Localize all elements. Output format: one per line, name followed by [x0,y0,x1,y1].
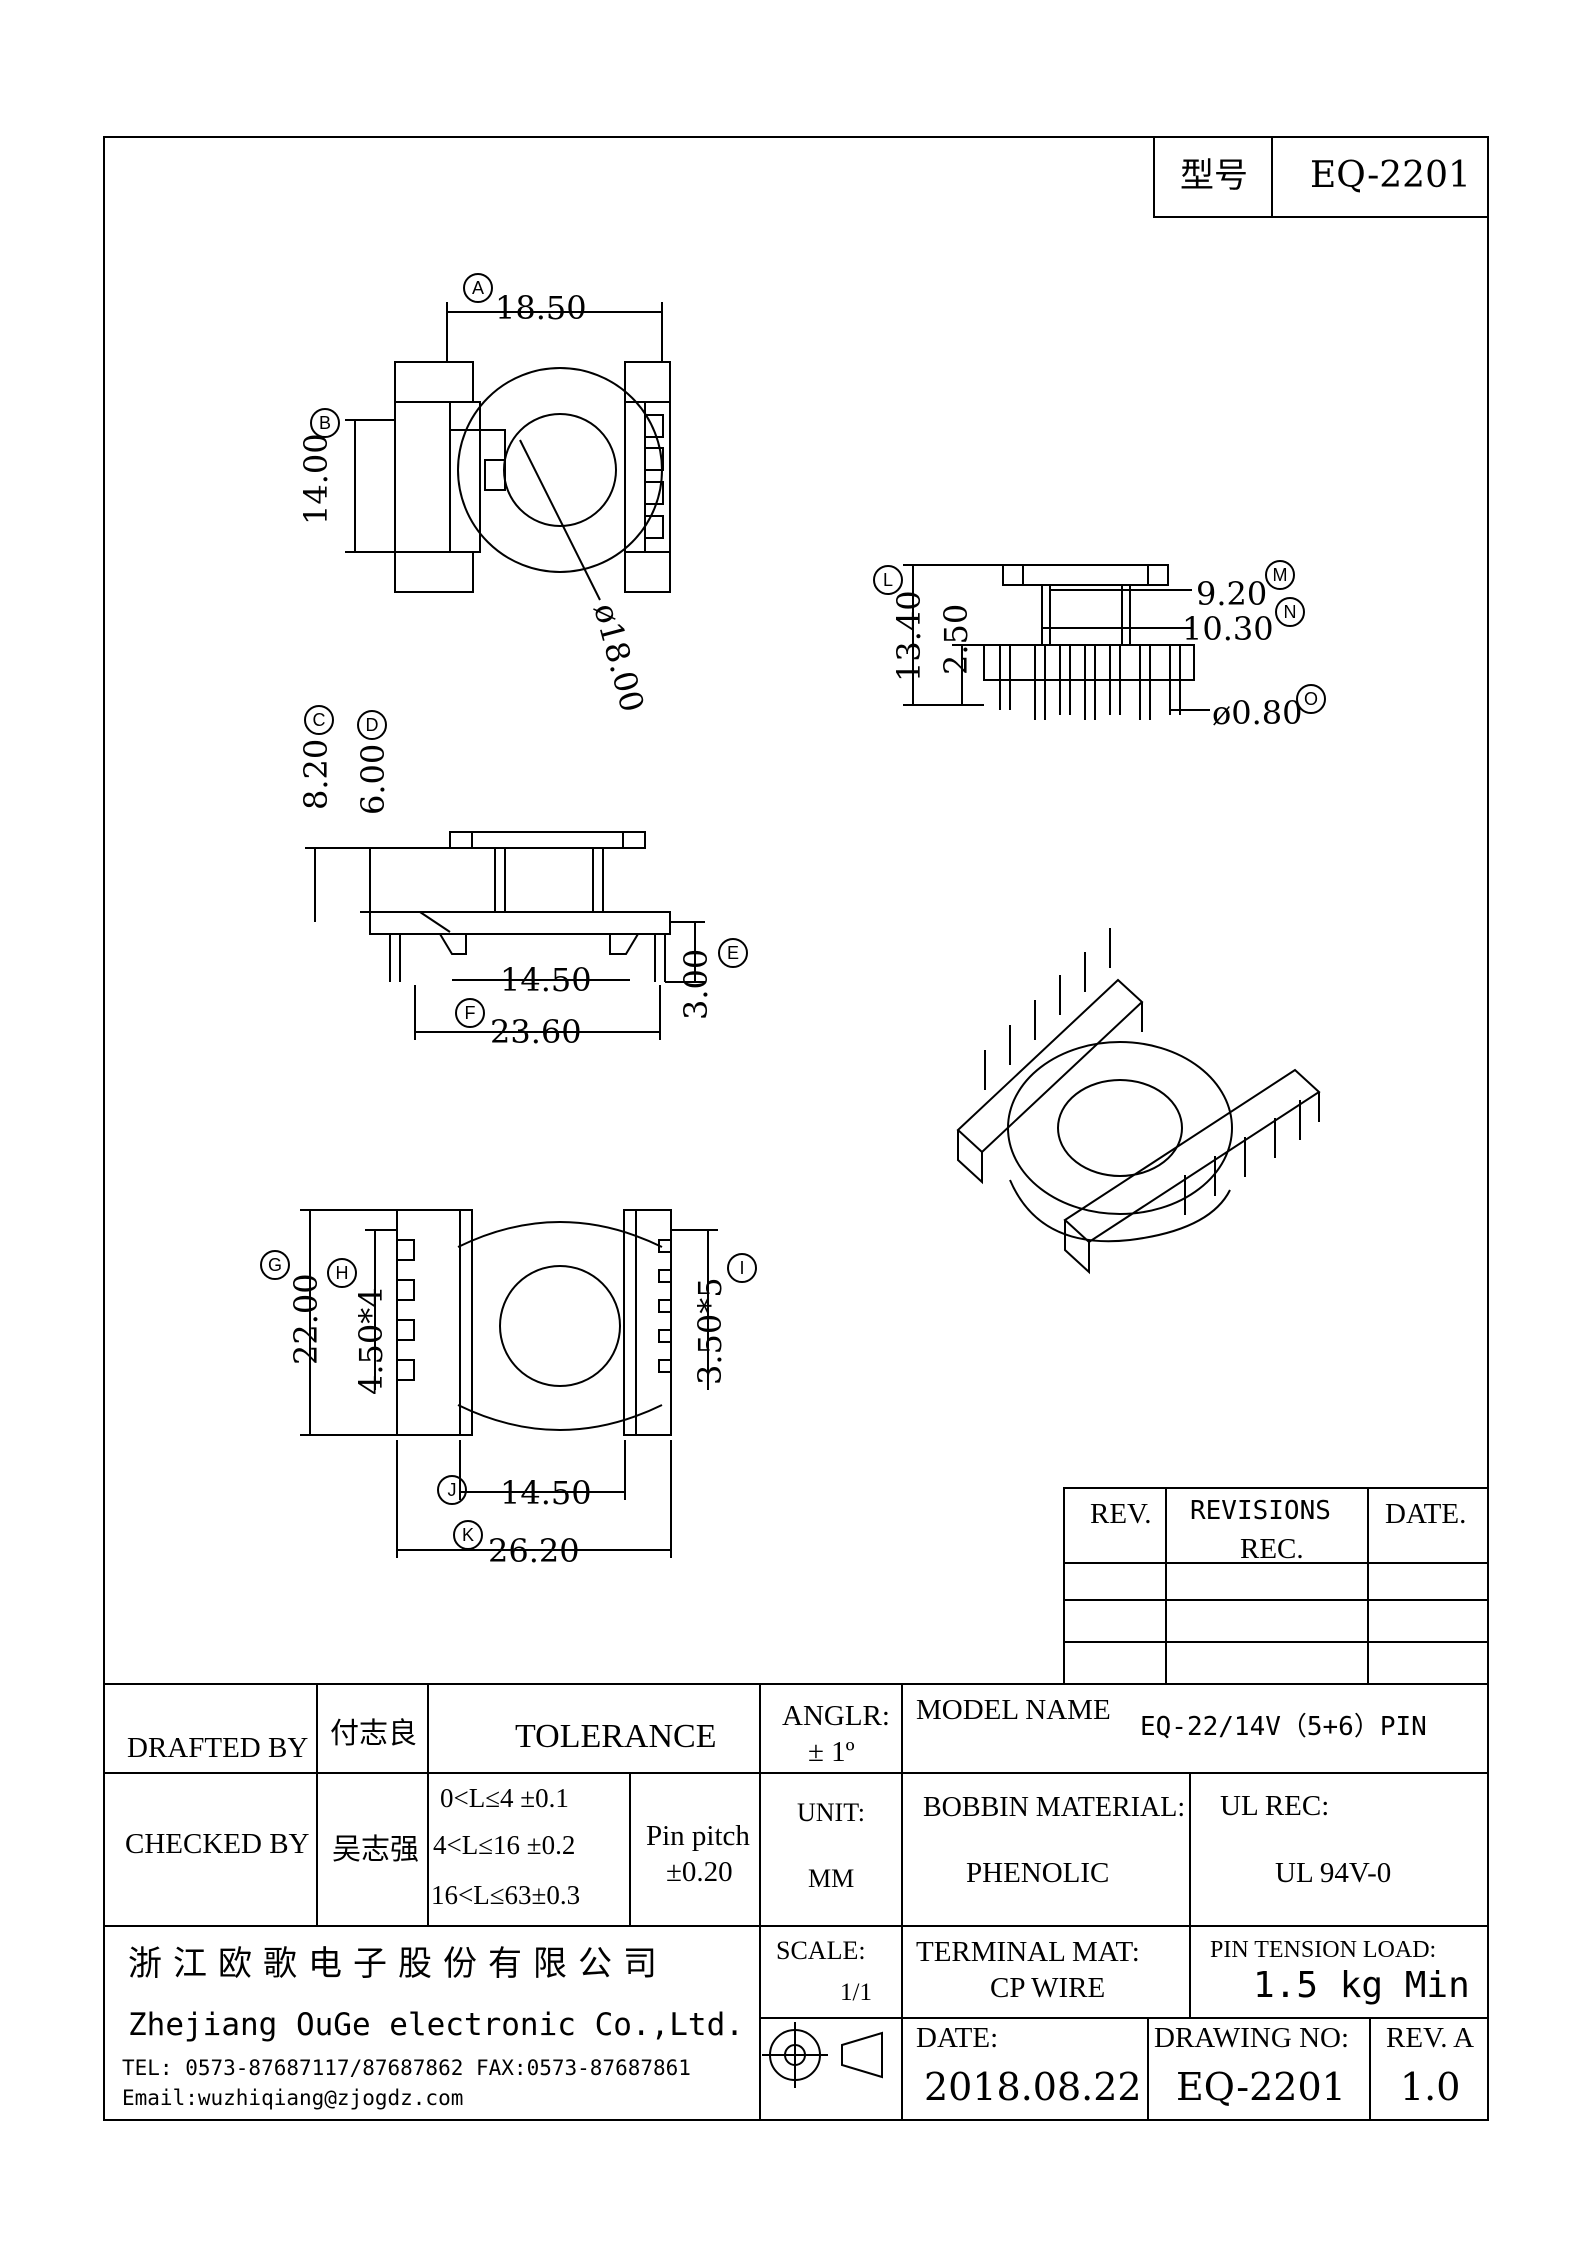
pin-pitch-label: Pin pitch [646,1820,750,1852]
revisions-col-header-2: REC. [1240,1533,1304,1565]
bottom-view [300,1209,718,1558]
dim-a: 18.50 [495,289,587,327]
tolerance-row-3: 16<L≤63±0.3 [431,1880,581,1910]
ul-rec-value: UL 94V-0 [1275,1857,1392,1889]
checked-by-label: CHECKED BY [125,1828,310,1860]
marker-d: D [357,710,387,740]
angle-value: ± 1º [808,1736,855,1768]
scale-value: 1/1 [840,1979,872,2006]
pin-tension-value: 1.5 kg Min [1253,1965,1470,2006]
top-view [345,302,671,601]
dim-e: 3.00 [677,948,715,1020]
side-view [305,831,705,1040]
bobbin-material-label: BOBBIN MATERIAL: [923,1792,1186,1823]
drawing-frame [103,136,1489,2121]
dim-o: ø0.80 [1212,694,1303,732]
checked-by-name: 吴志强 [332,1834,420,1866]
dim-h: 4.50*4 [352,1287,390,1395]
company-cn: 浙江欧歌电子股份有限公司 [128,1946,668,1983]
drafted-by-name: 付志良 [330,1718,418,1750]
dim-f1: 14.50 [500,961,592,999]
revisions-col-header: REVISIONS [1190,1496,1331,1526]
drawing-no-value: EQ-2201 [1176,2065,1346,2109]
date-col-header: DATE. [1385,1498,1467,1530]
date-value: 2018.08.22 [924,2065,1142,2109]
model-box [1153,136,1489,218]
terminal-mat-label: TERMINAL MAT: [916,1936,1140,1968]
dim-n: 10.30 [1182,610,1274,648]
tolerance-row-2: 4<L≤16 ±0.2 [433,1830,576,1860]
model-value: EQ-2201 [1310,155,1471,196]
rev-value: 1.0 [1400,2065,1461,2109]
marker-f: F [455,998,485,1028]
rev-col-header: REV. [1090,1498,1152,1530]
marker-e: E [718,938,748,968]
marker-i: I [727,1253,757,1283]
pin-tension-label: PIN TENSION LOAD: [1210,1937,1437,1963]
model-name-value: EQ-22/14V（5+6）PIN [1140,1712,1427,1742]
model-name-label: MODEL NAME [916,1694,1111,1726]
marker-j: J [437,1475,467,1505]
marker-g: G [260,1250,290,1280]
dim-b: 14.00 [297,433,335,525]
unit-label: UNIT: [797,1798,866,1827]
ul-rec-label: UL REC: [1220,1790,1330,1822]
bobbin-material-value: PHENOLIC [966,1857,1110,1889]
model-label: 型号 [1180,158,1248,195]
contact-line: TEL: 0573-87687117/87687862 FAX:0573-876… [122,2056,691,2080]
dim-l: 13.40 [890,590,928,682]
dim-m: 9.20 [1196,575,1268,613]
dim-j: 14.50 [500,1474,592,1512]
date-label: DATE: [916,2022,999,2054]
dim-f2: 23.60 [490,1013,582,1051]
dim-d: 6.00 [354,743,392,815]
dim-g: 22.00 [287,1273,325,1365]
title-block-grid [104,1683,1488,2120]
marker-c: C [304,705,334,735]
email-line: Email:wuzhiqiang@zjogdz.com [122,2086,464,2110]
pin-pitch-value: ±0.20 [666,1856,733,1888]
unit-value: MM [808,1864,855,1893]
dim-k: 26.20 [488,1532,580,1570]
tolerance-row-1: 0<L≤4 ±0.1 [440,1783,569,1813]
drafted-by-label: DRAFTED BY [127,1732,309,1764]
marker-b: B [310,408,340,438]
marker-n: N [1275,597,1305,627]
angle-label: ANGLR: [782,1700,890,1732]
marker-o: O [1296,684,1326,714]
revisions-grid [1063,1487,1489,1685]
front-view [903,564,1210,720]
scale-label: SCALE: [776,1936,866,1965]
drawing-no-label: DRAWING NO: [1154,2022,1350,2054]
dim-l2: 2.50 [937,603,975,675]
marker-a: A [463,273,493,303]
rev-label: REV. A [1386,2022,1475,2054]
dim-c: 8.20 [297,738,335,810]
terminal-mat-value: CP WIRE [990,1972,1106,2004]
tolerance-label: TOLERANCE [515,1718,717,1755]
marker-m: M [1265,560,1295,590]
dim-i: 3.50*5 [691,1277,729,1385]
marker-h: H [327,1258,357,1288]
isometric-view [956,928,1321,1275]
marker-k: K [453,1520,483,1550]
marker-l: L [873,565,903,595]
company-en: Zhejiang OuGe electronic Co.,Ltd. [128,2007,744,2043]
